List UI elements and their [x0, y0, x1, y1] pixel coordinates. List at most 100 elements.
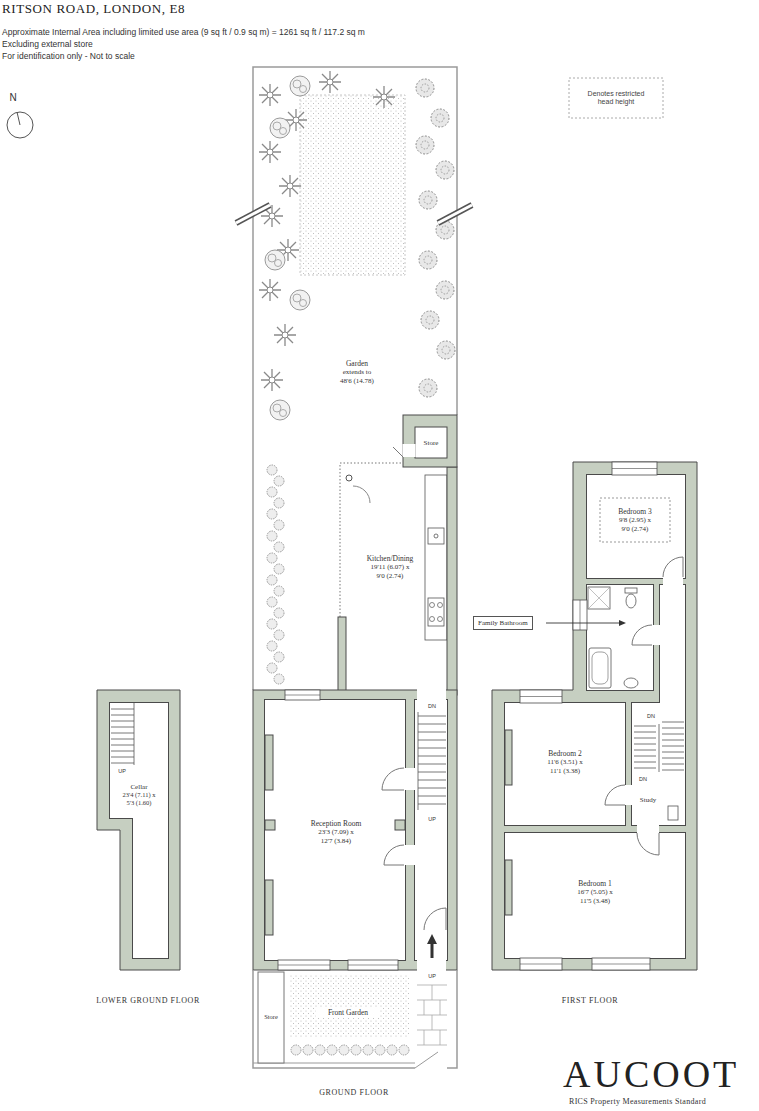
- first-floor-walls: [505, 703, 625, 825]
- ground-floor-walls: [348, 965, 398, 966]
- garden-plot: [236, 205, 270, 223]
- kitchen-extension: [338, 415, 457, 695]
- garden-plot: [300, 95, 405, 275]
- kitchen-extension: [340, 463, 425, 617]
- ground-floor-walls: [404, 768, 417, 790]
- kitchen-extension: [353, 486, 370, 503]
- kitchen-extension: [430, 617, 435, 622]
- garden-plot: [419, 191, 437, 209]
- room-name: Store: [259, 1013, 283, 1021]
- compass: [7, 112, 33, 138]
- room-dimensions: 23'4 (7.11) x 5'3 (1.60): [118, 791, 160, 807]
- room-dimensions: extends to 48'6 (14.78): [336, 368, 378, 385]
- leader-arrow: [546, 620, 626, 626]
- garden-plot: [259, 279, 281, 301]
- ground-floor-walls: [278, 960, 330, 970]
- ground-floor-walls: [384, 845, 404, 865]
- garden-plot: [267, 619, 277, 629]
- garden-plot: [274, 520, 284, 530]
- floor-name: GROUND FLOOR: [319, 1088, 389, 1097]
- first-floor-walls: [637, 833, 659, 855]
- bedroom-room: Bedroom 116'7 (5.05) x 11'5 (3.48): [563, 879, 627, 905]
- store-room: Store: [416, 439, 446, 447]
- kitchen-extension: [428, 528, 444, 544]
- garden-plot: [438, 205, 472, 223]
- front-garden-plot: [290, 975, 410, 1037]
- area-note: Approximate Internal Area including limi…: [2, 28, 365, 38]
- garden-plot: [416, 136, 434, 154]
- front-garden-plot: [253, 970, 457, 1068]
- room-name: Garden: [320, 359, 394, 368]
- first-floor-walls: [492, 462, 697, 970]
- compass: [7, 112, 33, 138]
- ground-floor-walls: [424, 908, 446, 930]
- garden-plot: [267, 597, 277, 607]
- ground-floor-walls: [253, 690, 457, 970]
- first-floor-walls: [592, 964, 650, 965]
- garden-plot: [259, 84, 281, 106]
- first-floor-walls: [663, 577, 683, 587]
- ground-floor-walls: [253, 689, 457, 971]
- floor-name: FIRST FLOOR: [562, 996, 618, 1005]
- first-floor-walls: [589, 648, 611, 688]
- first-floor-walls: [663, 557, 683, 577]
- garden-plot: [270, 118, 290, 138]
- room-dimensions: 16'7 (5.05) x 11'5 (3.48): [571, 888, 619, 905]
- brand-logo: AUCOOT: [563, 1055, 739, 1093]
- stair-direction: UP: [428, 816, 436, 822]
- garden-plot: [279, 175, 301, 197]
- leader-arrow: [546, 623, 620, 624]
- first-floor-walls: [632, 625, 652, 645]
- room-name: Kitchen/Dining: [359, 554, 421, 563]
- first-floor-walls: [632, 703, 685, 825]
- ground-floor-walls: [278, 965, 330, 966]
- cellar-walls: [97, 690, 180, 970]
- study-room: Study: [634, 796, 662, 804]
- first-floor-walls: [505, 860, 512, 915]
- garden-plot: [421, 311, 439, 329]
- store-room: Store: [259, 1013, 283, 1021]
- first-floor-walls: [587, 585, 653, 690]
- ground-floor-walls: [265, 820, 275, 830]
- kitchen-extension: [393, 447, 403, 457]
- garden-plot: [274, 564, 284, 574]
- front-garden-plot: [387, 1045, 397, 1055]
- garden-plot: [436, 161, 454, 179]
- room-name: Reception Room: [303, 819, 369, 828]
- first-floor-walls: [505, 833, 685, 958]
- north-label: N: [9, 92, 16, 104]
- first-floor-walls: [592, 958, 650, 970]
- kitchen-extension: [425, 475, 447, 640]
- ground-floor-walls: [415, 700, 447, 960]
- first-floor-walls: [520, 696, 562, 697]
- room-name: Bedroom 3: [608, 507, 662, 516]
- first-floor-walls: [624, 785, 634, 805]
- garden-plot: [267, 641, 277, 651]
- kitchen-room: Kitchen/Dining19'11 (6.07) x 9'0 (2.74): [359, 554, 421, 580]
- first-floor-walls: [626, 594, 636, 608]
- plan-title: RITSON ROAD, LONDON, E8: [2, 2, 185, 17]
- ground-floor-walls: [285, 695, 320, 696]
- garden-plot: [274, 586, 284, 596]
- garden-plot: [274, 324, 296, 346]
- first-floor-walls: [624, 678, 638, 688]
- first-floor-walls: [588, 587, 610, 609]
- stair-direction: UP: [118, 768, 126, 774]
- cellar-walls: [133, 818, 168, 958]
- garden-plot: [265, 250, 285, 270]
- standard-note: RICS Property Measurements Standard: [569, 1097, 706, 1106]
- ground-floor-walls: [285, 690, 320, 700]
- first-floor-walls: [587, 475, 685, 578]
- front-garden-plot: [291, 1045, 301, 1055]
- first-floor-walls: [652, 625, 662, 645]
- garden-plot: [319, 71, 341, 93]
- room-dimensions: 23'3 (7.09) x 12'7 (3.84): [312, 828, 360, 845]
- first-floor-walls: [632, 703, 685, 825]
- garden-plot: [236, 67, 472, 690]
- ground-floor-walls: [395, 820, 405, 830]
- garden-plot: [274, 652, 284, 662]
- area-note: Excluding external store: [2, 40, 93, 50]
- legend-swatch: [569, 78, 663, 118]
- garden-plot: [274, 674, 284, 684]
